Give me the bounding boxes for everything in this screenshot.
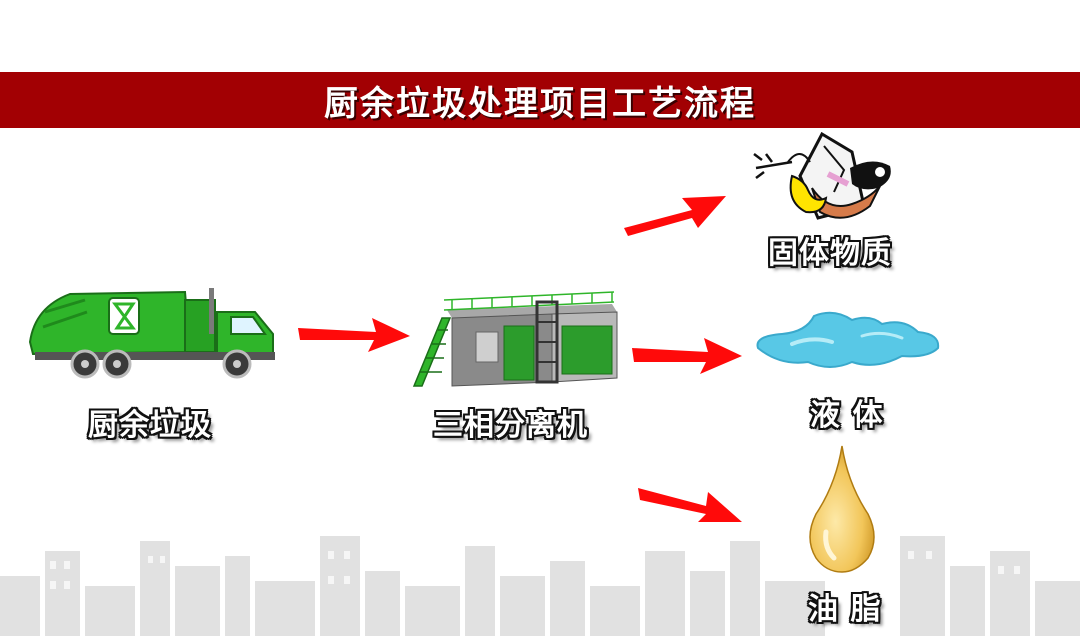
title-bar: 厨余垃圾处理项目工艺流程	[0, 72, 1080, 128]
arrow-to-solid	[624, 196, 726, 236]
oil-label: 油 脂	[808, 592, 882, 627]
kitchen-waste-node	[25, 282, 280, 382]
separator-node	[412, 282, 622, 390]
liquid-label: 液 体	[810, 398, 884, 433]
water-puddle-icon	[756, 311, 940, 368]
garbage-truck-icon	[28, 288, 275, 379]
solid-label: 固体物质	[768, 236, 892, 271]
separator-machine-icon	[412, 291, 618, 387]
liquid-node	[752, 306, 942, 376]
arrow-to-liquid	[632, 338, 742, 374]
kitchen-waste-label: 厨余垃圾	[88, 408, 212, 443]
solid-node	[752, 131, 902, 222]
food-waste-icon	[753, 131, 891, 220]
separator-label: 三相分离机	[433, 408, 588, 443]
oil-node	[804, 444, 880, 574]
city-skyline-background	[0, 536, 1080, 636]
page-title: 厨余垃圾处理项目工艺流程	[324, 83, 756, 124]
oil-drop-icon	[809, 445, 875, 573]
arrow-to-oil	[638, 488, 742, 522]
arrow-to-separator	[298, 318, 410, 352]
